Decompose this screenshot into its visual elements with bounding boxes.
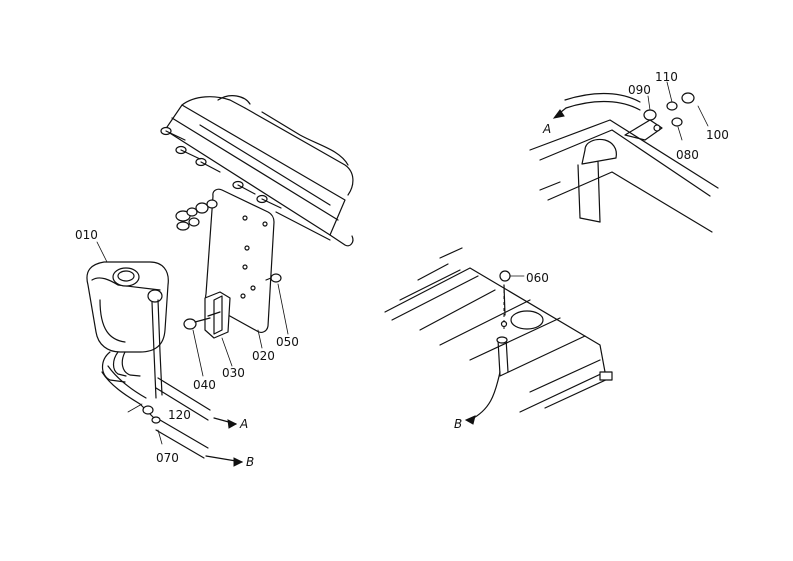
radiator-frame — [160, 95, 354, 247]
connector-label-b-right: B — [454, 417, 462, 431]
upper-frame-detail — [529, 92, 719, 233]
callout-070: 070 — [156, 451, 179, 465]
callout-040: 040 — [193, 378, 216, 392]
callout-030: 030 — [222, 366, 245, 380]
bolt — [183, 317, 211, 330]
left-leader-lines — [96, 241, 289, 445]
callout-010: 010 — [75, 228, 98, 242]
nut — [265, 273, 282, 283]
reservoir-tank — [86, 261, 169, 423]
connector-label-a-right: A — [542, 122, 551, 136]
floor-plate-detail — [384, 247, 613, 425]
callout-090: 090 — [628, 83, 651, 97]
callout-100: 100 — [706, 128, 729, 142]
connector-label-b-left: B — [246, 455, 254, 469]
callout-020: 020 — [252, 349, 275, 363]
spacer-bolts — [175, 199, 218, 231]
callout-060: 060 — [526, 271, 549, 285]
callout-110: 110 — [655, 70, 678, 84]
connector-label-a-left: A — [239, 417, 248, 431]
right-top-leader-lines — [647, 81, 709, 141]
mount-bracket — [204, 291, 231, 339]
hose-lines — [142, 377, 244, 467]
callout-080: 080 — [676, 148, 699, 162]
callout-120: 120 — [168, 408, 191, 422]
callout-050: 050 — [276, 335, 299, 349]
